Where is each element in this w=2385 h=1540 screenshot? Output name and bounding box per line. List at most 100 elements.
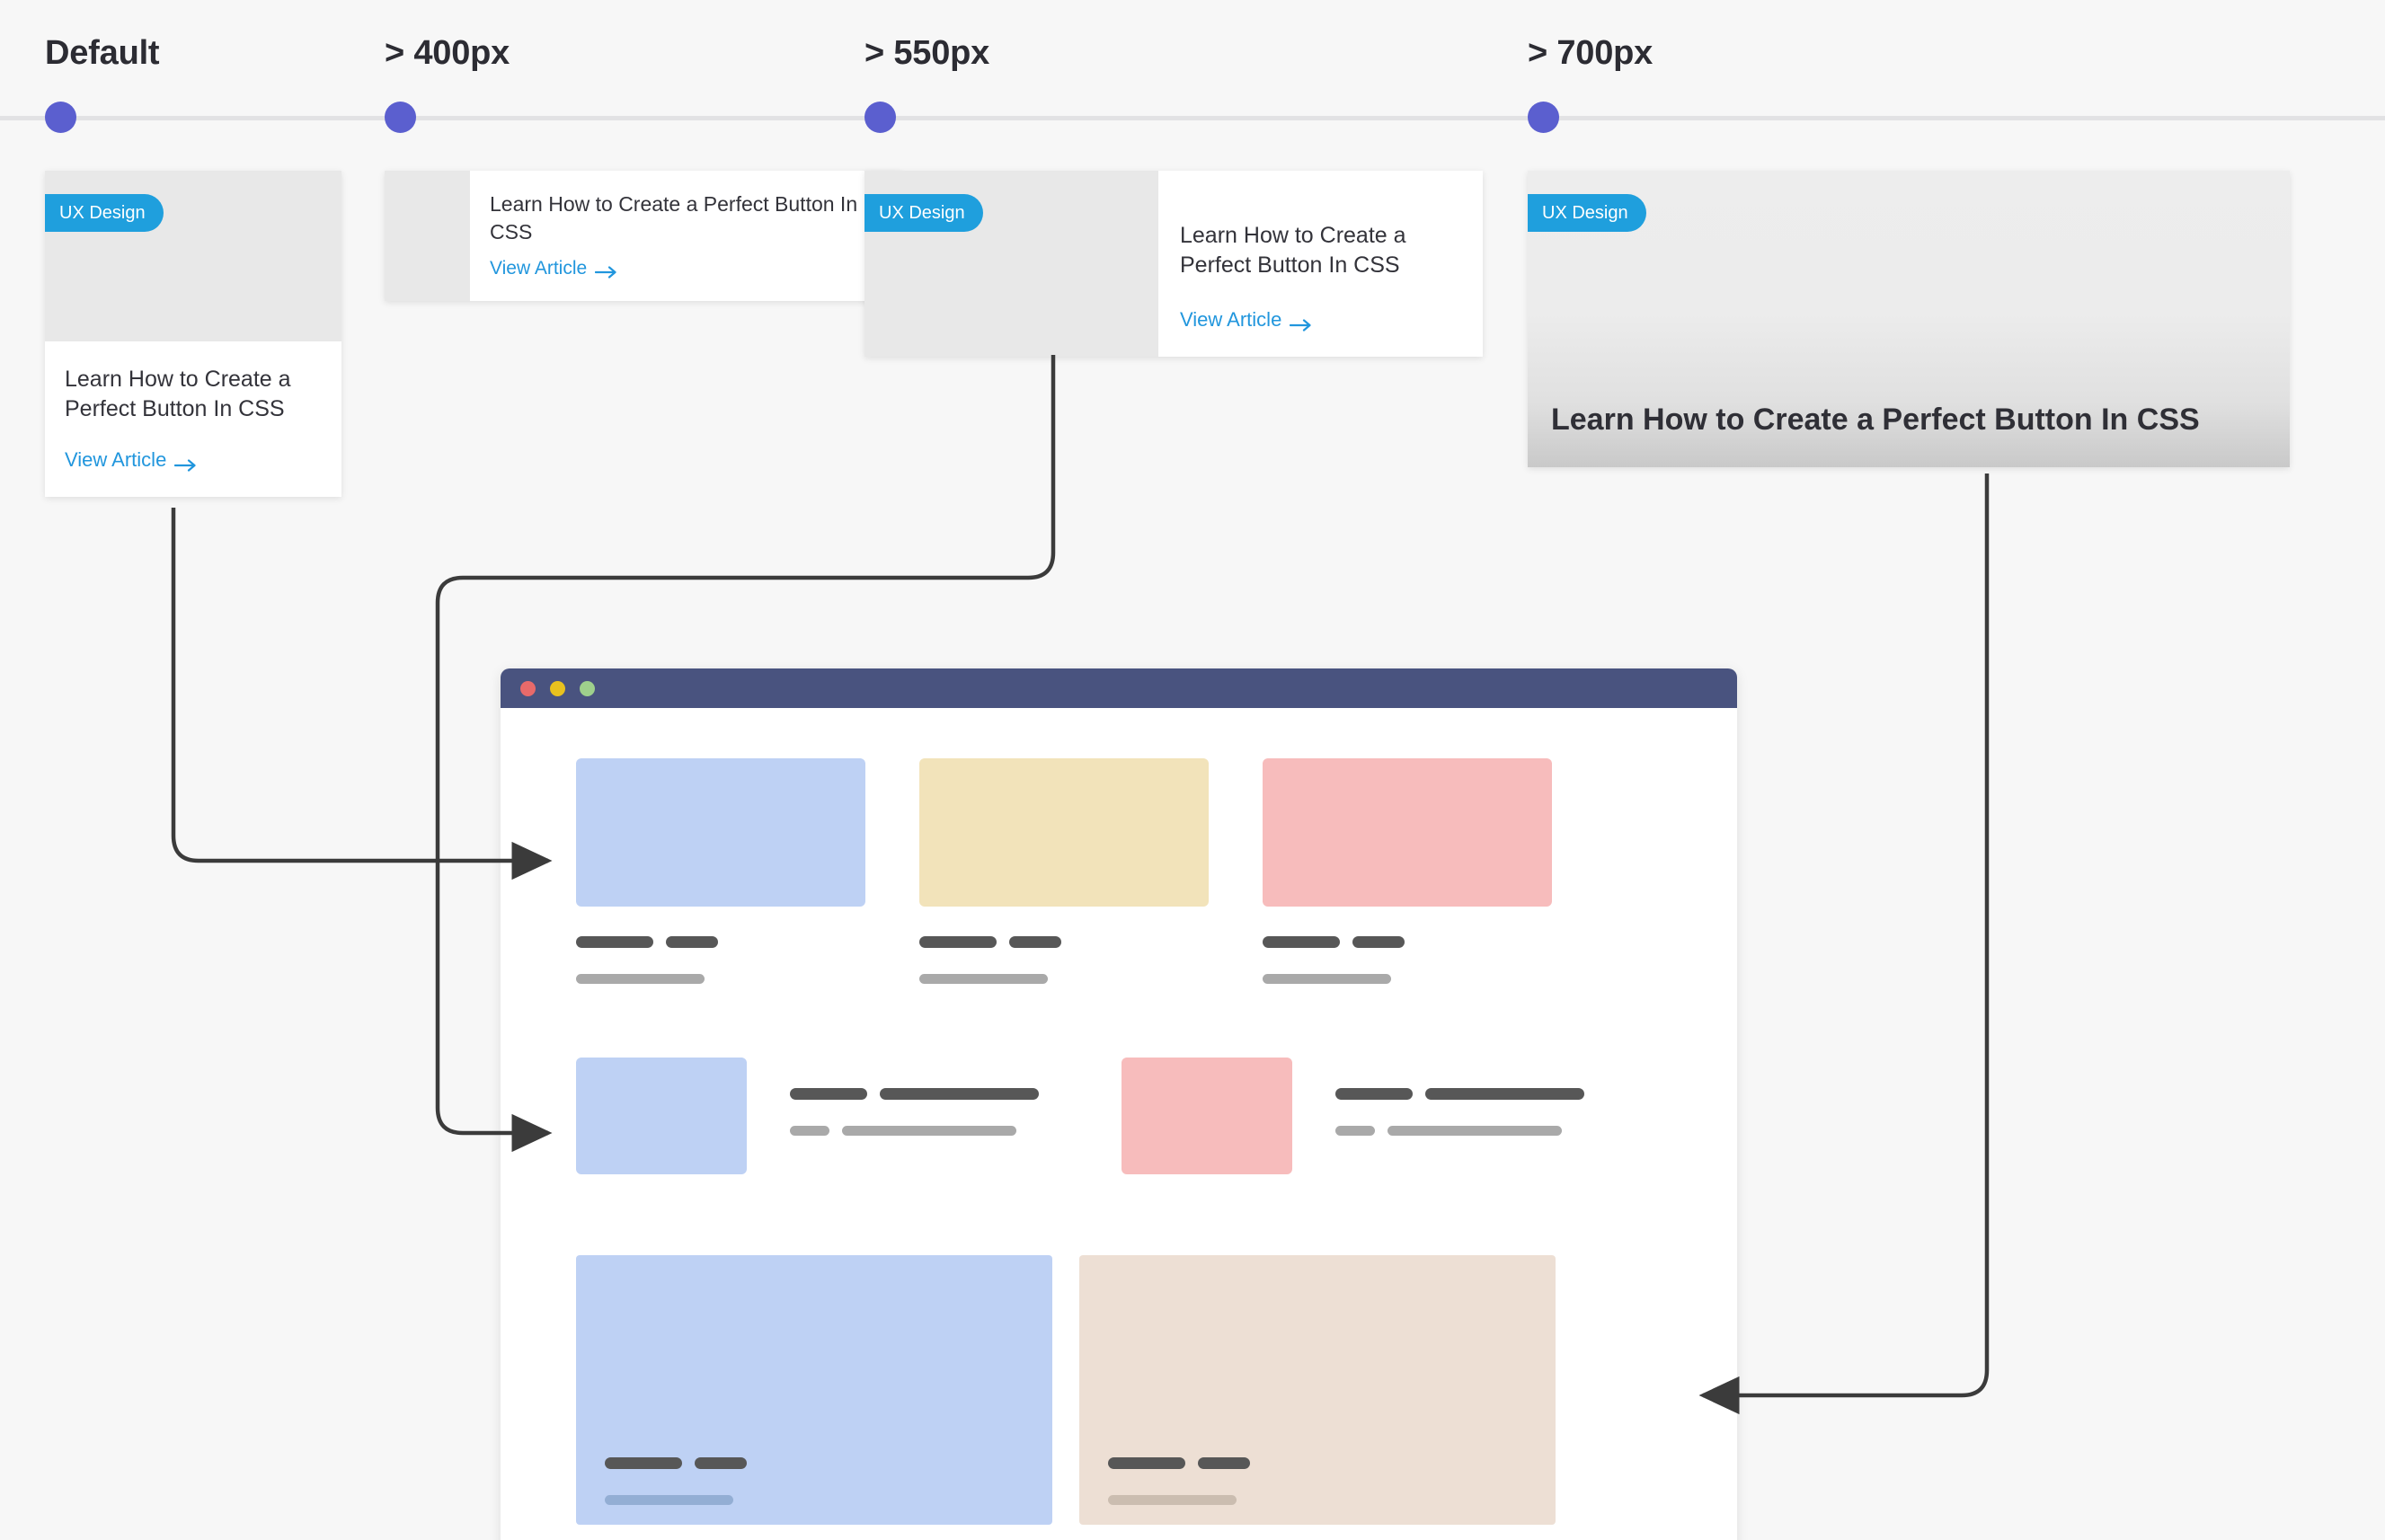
breakpoint-dot-700[interactable]: [1528, 102, 1559, 133]
view-article-link[interactable]: View Article: [65, 448, 198, 472]
connector-700-to-overlay: [1698, 474, 1990, 1415]
view-article-label: View Article: [490, 258, 588, 279]
card-thumbnail: UX Design: [864, 171, 1158, 357]
mock-line: [1263, 936, 1340, 948]
mock-line: [1352, 936, 1405, 948]
breakpoint-label-400: > 400px: [385, 34, 510, 72]
mock-card[interactable]: [576, 1058, 1039, 1174]
mock-subtitle-lines: [790, 1126, 1039, 1136]
browser-mockup: [501, 668, 1737, 1540]
mock-line: [1009, 936, 1061, 948]
card-title: Learn How to Create a Perfect Button In …: [490, 192, 858, 243]
article-card-400[interactable]: Learn How to Create a Perfect Button In …: [385, 171, 901, 302]
mock-row-grid-three: [576, 758, 1662, 984]
breakpoint-dot-550[interactable]: [864, 102, 896, 133]
mock-meta: [1263, 936, 1552, 984]
mock-image-block: [1263, 758, 1552, 907]
mock-subtitle-lines: [576, 974, 865, 984]
card-body: Learn How to Create a Perfect Button In …: [1158, 171, 1483, 357]
card-body: Learn How to Create a Perfect Button In …: [470, 171, 901, 302]
mock-image-block: [576, 1058, 747, 1174]
mock-line: [666, 936, 718, 948]
mock-image-block: [1122, 1058, 1292, 1174]
card-title: Learn How to Create a Perfect Button In …: [1180, 223, 1406, 279]
mock-meta: [576, 936, 865, 984]
mock-line: [842, 1126, 1016, 1136]
mock-line: [1388, 1126, 1562, 1136]
mock-meta: [1335, 1088, 1584, 1136]
mock-subtitle-lines: [1263, 974, 1552, 984]
connector-default-to-grid: [171, 508, 553, 881]
mock-line: [1108, 1495, 1237, 1505]
breakpoint-label-550: > 550px: [864, 34, 990, 72]
mock-line: [790, 1088, 867, 1100]
view-article-label: View Article: [1180, 307, 1282, 331]
mock-card[interactable]: [576, 1255, 1052, 1525]
maximize-window-icon[interactable]: [580, 680, 595, 696]
mock-line: [576, 936, 653, 948]
mock-title-lines: [1335, 1088, 1584, 1100]
view-article-label: View Article: [65, 447, 167, 471]
mock-line: [576, 974, 705, 984]
browser-viewport: [501, 708, 1737, 1525]
mock-line: [1425, 1088, 1584, 1100]
browser-titlebar: [501, 668, 1737, 708]
mock-line: [1263, 974, 1391, 984]
breakpoint-label-default: Default: [45, 34, 160, 72]
mock-line: [919, 936, 997, 948]
article-card-default[interactable]: UX Design Learn How to Create a Perfect …: [45, 171, 341, 497]
breakpoint-label-700: > 700px: [1528, 34, 1654, 72]
breakpoint-dot-400[interactable]: [385, 102, 416, 133]
mock-line: [919, 974, 1048, 984]
card-title: Learn How to Create a Perfect Button In …: [65, 367, 291, 422]
mock-line: [1108, 1457, 1185, 1469]
mock-title-lines: [1108, 1457, 1250, 1469]
mock-card[interactable]: [1079, 1255, 1556, 1525]
mock-line: [605, 1495, 733, 1505]
breakpoint-track: [0, 116, 2385, 120]
view-article-link[interactable]: View Article: [490, 258, 618, 279]
mock-title-lines: [790, 1088, 1039, 1100]
mock-row-overlay-two: [576, 1255, 1662, 1525]
mock-line: [1335, 1126, 1375, 1136]
mock-line: [880, 1088, 1039, 1100]
mock-meta: [790, 1088, 1039, 1136]
mock-title-lines: [605, 1457, 747, 1469]
mock-card[interactable]: [1122, 1058, 1584, 1174]
mock-line: [1198, 1457, 1250, 1469]
mock-card[interactable]: [919, 758, 1209, 984]
close-window-icon[interactable]: [520, 680, 536, 696]
card-thumbnail: UX Design: [45, 171, 341, 341]
mock-meta: [605, 1457, 747, 1505]
card-thumbnail: [385, 171, 470, 302]
article-card-550[interactable]: UX Design Learn How to Create a Perfect …: [864, 171, 1483, 357]
breakpoint-dot-default[interactable]: [45, 102, 76, 133]
mock-subtitle-lines: [605, 1495, 747, 1505]
mock-image-block: [919, 758, 1209, 907]
category-badge[interactable]: UX Design: [864, 194, 983, 232]
mock-title-lines: [576, 936, 865, 948]
mock-meta: [1108, 1457, 1250, 1505]
category-badge[interactable]: UX Design: [45, 194, 164, 232]
mock-title-lines: [1263, 936, 1552, 948]
mock-line: [695, 1457, 747, 1469]
mock-image-block: [576, 758, 865, 907]
card-body: Learn How to Create a Perfect Button In …: [45, 341, 341, 497]
mock-subtitle-lines: [919, 974, 1209, 984]
arrow-right-icon: [1290, 314, 1313, 332]
minimize-window-icon[interactable]: [550, 680, 565, 696]
mock-row-horizontal-two: [576, 1058, 1662, 1174]
mock-card[interactable]: [576, 758, 865, 984]
mock-card[interactable]: [1263, 758, 1552, 984]
article-card-700[interactable]: UX Design Learn How to Create a Perfect …: [1528, 171, 2290, 467]
mock-subtitle-lines: [1335, 1126, 1584, 1136]
mock-line: [790, 1126, 829, 1136]
mock-title-lines: [919, 936, 1209, 948]
mock-meta: [919, 936, 1209, 984]
mock-line: [1335, 1088, 1413, 1100]
mock-line: [605, 1457, 682, 1469]
view-article-link[interactable]: View Article: [1180, 308, 1313, 332]
category-badge[interactable]: UX Design: [1528, 194, 1646, 232]
arrow-right-icon: [174, 454, 198, 472]
